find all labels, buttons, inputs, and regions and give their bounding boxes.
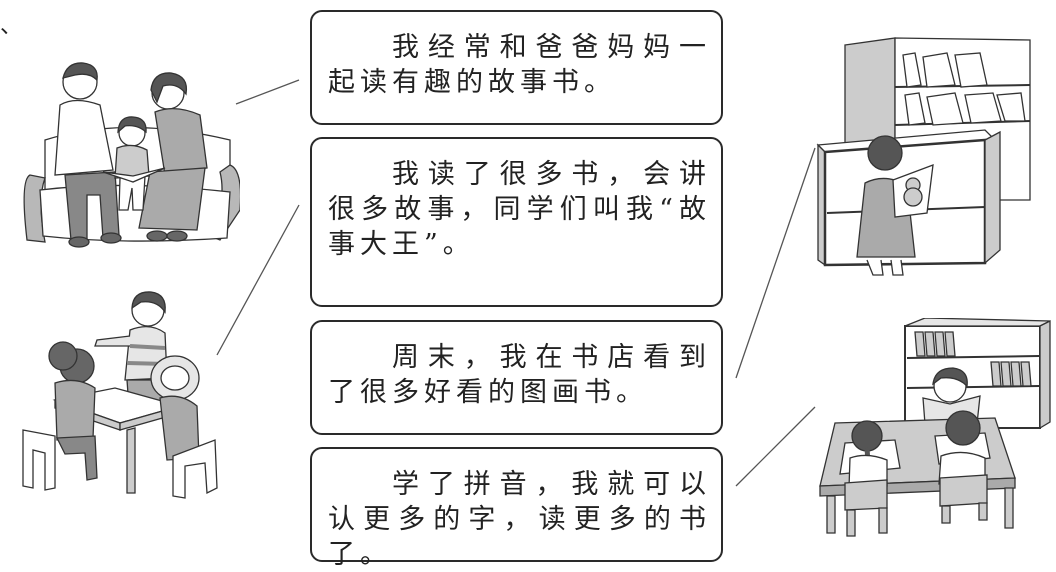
connector-line — [235, 79, 300, 105]
sentence-box-3[interactable]: 周末，我在书店看到了很多好看的图画书。 — [310, 320, 723, 435]
sentence-box-4[interactable]: 学了拼音，我就可以认更多的字，读更多的书了。 — [310, 447, 723, 570]
connector-line — [735, 406, 816, 487]
children-reading-at-library-table-picture[interactable] — [815, 318, 1051, 540]
sentence-text: 我经常和爸爸妈妈一起读有趣的故事书。 — [328, 32, 711, 98]
connector-line — [216, 204, 300, 356]
sentence-text: 周末，我在书店看到了很多好看的图画书。 — [328, 342, 711, 408]
family-reading-on-sofa-picture[interactable] — [15, 60, 240, 250]
girl-at-bookstore-shelf-picture[interactable] — [815, 35, 1035, 280]
question-corner-mark: 、 — [0, 14, 23, 39]
children-at-table-storytelling-picture[interactable] — [15, 288, 220, 503]
sentence-box-1[interactable]: 我经常和爸爸妈妈一起读有趣的故事书。 — [310, 10, 723, 125]
sentence-text: 我读了很多书，会讲很多故事，同学们叫我“故事大王”。 — [328, 159, 711, 260]
connector-line — [735, 147, 816, 379]
sentence-text: 学了拼音，我就可以认更多的字，读更多的书了。 — [328, 469, 711, 570]
sentence-box-2[interactable]: 我读了很多书，会讲很多故事，同学们叫我“故事大王”。 — [310, 137, 723, 307]
